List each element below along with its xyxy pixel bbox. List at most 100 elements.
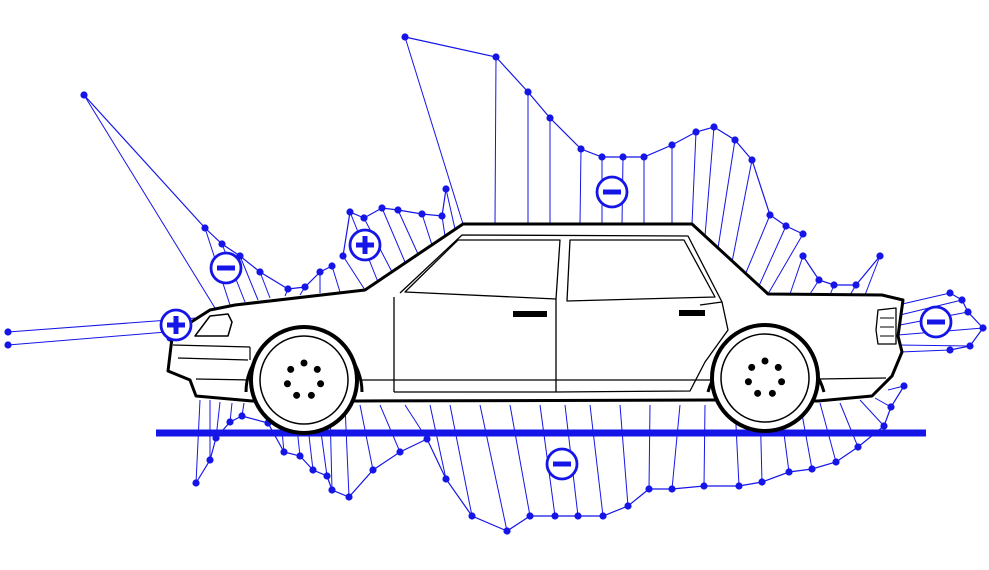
pressure-vector bbox=[704, 126, 715, 237]
pressure-point bbox=[503, 527, 511, 535]
pressure-point bbox=[492, 53, 500, 61]
headlight bbox=[194, 313, 233, 337]
sign-bar-vertical bbox=[173, 316, 179, 334]
pressure-vector bbox=[744, 214, 771, 276]
pressure-point bbox=[785, 468, 793, 476]
pressure-point bbox=[731, 136, 739, 144]
pressure-point bbox=[284, 285, 292, 293]
door-handle-icon bbox=[513, 311, 547, 317]
pressure-vector bbox=[757, 225, 787, 289]
pressure-point bbox=[876, 252, 884, 260]
pressure-point bbox=[599, 512, 607, 520]
pressure-vector bbox=[344, 404, 350, 498]
tail-light-lines bbox=[880, 317, 894, 337]
pressure-vector bbox=[897, 292, 951, 306]
pressure-point bbox=[4, 328, 12, 336]
pressure-curve bbox=[404, 36, 804, 235]
pressure-vector bbox=[619, 404, 629, 507]
pressure-point bbox=[979, 324, 987, 332]
pressure-vector bbox=[83, 94, 216, 309]
pressure-vector bbox=[404, 36, 464, 225]
pressure-vector bbox=[579, 148, 582, 225]
pressure-vector bbox=[7, 329, 191, 346]
pressure-point bbox=[852, 281, 860, 289]
pressure-vector bbox=[864, 255, 881, 296]
pressure-vector bbox=[397, 209, 419, 255]
pressure-point bbox=[668, 485, 676, 493]
pressure-point bbox=[598, 153, 606, 161]
lug-nut bbox=[313, 365, 321, 373]
pressure-point bbox=[192, 479, 200, 487]
sign-bar bbox=[553, 461, 571, 467]
pressure-vector bbox=[381, 207, 406, 263]
pressure-point bbox=[396, 448, 404, 456]
pressure-point bbox=[748, 156, 756, 164]
pressure-vector bbox=[421, 213, 433, 246]
pressure-point bbox=[640, 153, 648, 161]
rim bbox=[259, 335, 349, 425]
pressure-point bbox=[958, 296, 966, 304]
pressure-vector bbox=[703, 404, 706, 487]
pressure-point bbox=[799, 230, 807, 238]
pressure-point bbox=[619, 153, 627, 161]
pressure-vector bbox=[717, 139, 736, 249]
minus-sign-icon bbox=[545, 447, 579, 481]
pressure-point bbox=[345, 493, 353, 501]
lug-nut bbox=[287, 365, 295, 373]
pressure-curve bbox=[83, 94, 333, 290]
pressure-point bbox=[280, 448, 288, 456]
pressure-point bbox=[328, 486, 336, 494]
pressure-point bbox=[880, 422, 888, 430]
pressure-vector bbox=[449, 404, 473, 517]
pressure-point bbox=[524, 88, 532, 96]
pressure-point bbox=[574, 512, 582, 520]
pressure-point bbox=[316, 268, 324, 276]
pressure-point bbox=[423, 435, 431, 443]
pressure-point bbox=[394, 206, 402, 214]
pressure-point bbox=[815, 276, 823, 284]
pressure-point bbox=[360, 214, 368, 222]
pressure-point bbox=[700, 482, 708, 490]
pressure-point bbox=[645, 485, 653, 493]
lug-nut bbox=[744, 378, 752, 386]
lug-nut bbox=[293, 391, 301, 399]
front-bumper bbox=[172, 344, 251, 361]
plus-sign-icon bbox=[159, 308, 193, 342]
rear-door-edge bbox=[555, 301, 729, 393]
lug-nut bbox=[748, 363, 756, 371]
pressure-vector bbox=[359, 404, 374, 471]
pressure-vector bbox=[239, 255, 259, 301]
pressure-vector bbox=[259, 271, 271, 299]
pressure-point bbox=[551, 512, 559, 520]
lug-nut bbox=[317, 380, 325, 388]
pressure-point bbox=[964, 308, 972, 316]
pressure-point bbox=[735, 482, 743, 490]
pressure-point bbox=[309, 466, 317, 474]
pressure-point bbox=[808, 465, 816, 473]
rim bbox=[720, 333, 810, 423]
wheel-icon bbox=[249, 325, 359, 435]
pressure-vector bbox=[589, 404, 604, 517]
pressure-point bbox=[900, 382, 908, 390]
pressure-point bbox=[328, 262, 336, 270]
pressure-point bbox=[887, 403, 895, 411]
pressure-point bbox=[201, 224, 209, 232]
pressure-point bbox=[832, 458, 840, 466]
pressure-point bbox=[80, 91, 88, 99]
minus-sign-icon bbox=[595, 175, 629, 209]
pressure-curve bbox=[802, 255, 881, 286]
rear-window bbox=[566, 239, 716, 302]
pressure-point bbox=[526, 512, 534, 520]
side-sill bbox=[195, 377, 887, 381]
pressure-point bbox=[766, 211, 774, 219]
pressure-vector bbox=[839, 402, 859, 448]
pressure-vector bbox=[331, 265, 341, 293]
minus-sign-icon bbox=[209, 251, 243, 285]
pressure-point bbox=[438, 212, 446, 220]
pressure-point bbox=[442, 185, 450, 193]
wheels bbox=[249, 323, 820, 435]
pressure-point bbox=[799, 252, 807, 260]
sign-bar bbox=[603, 189, 621, 195]
lug-nut bbox=[283, 380, 291, 388]
pressure-point bbox=[668, 141, 676, 149]
